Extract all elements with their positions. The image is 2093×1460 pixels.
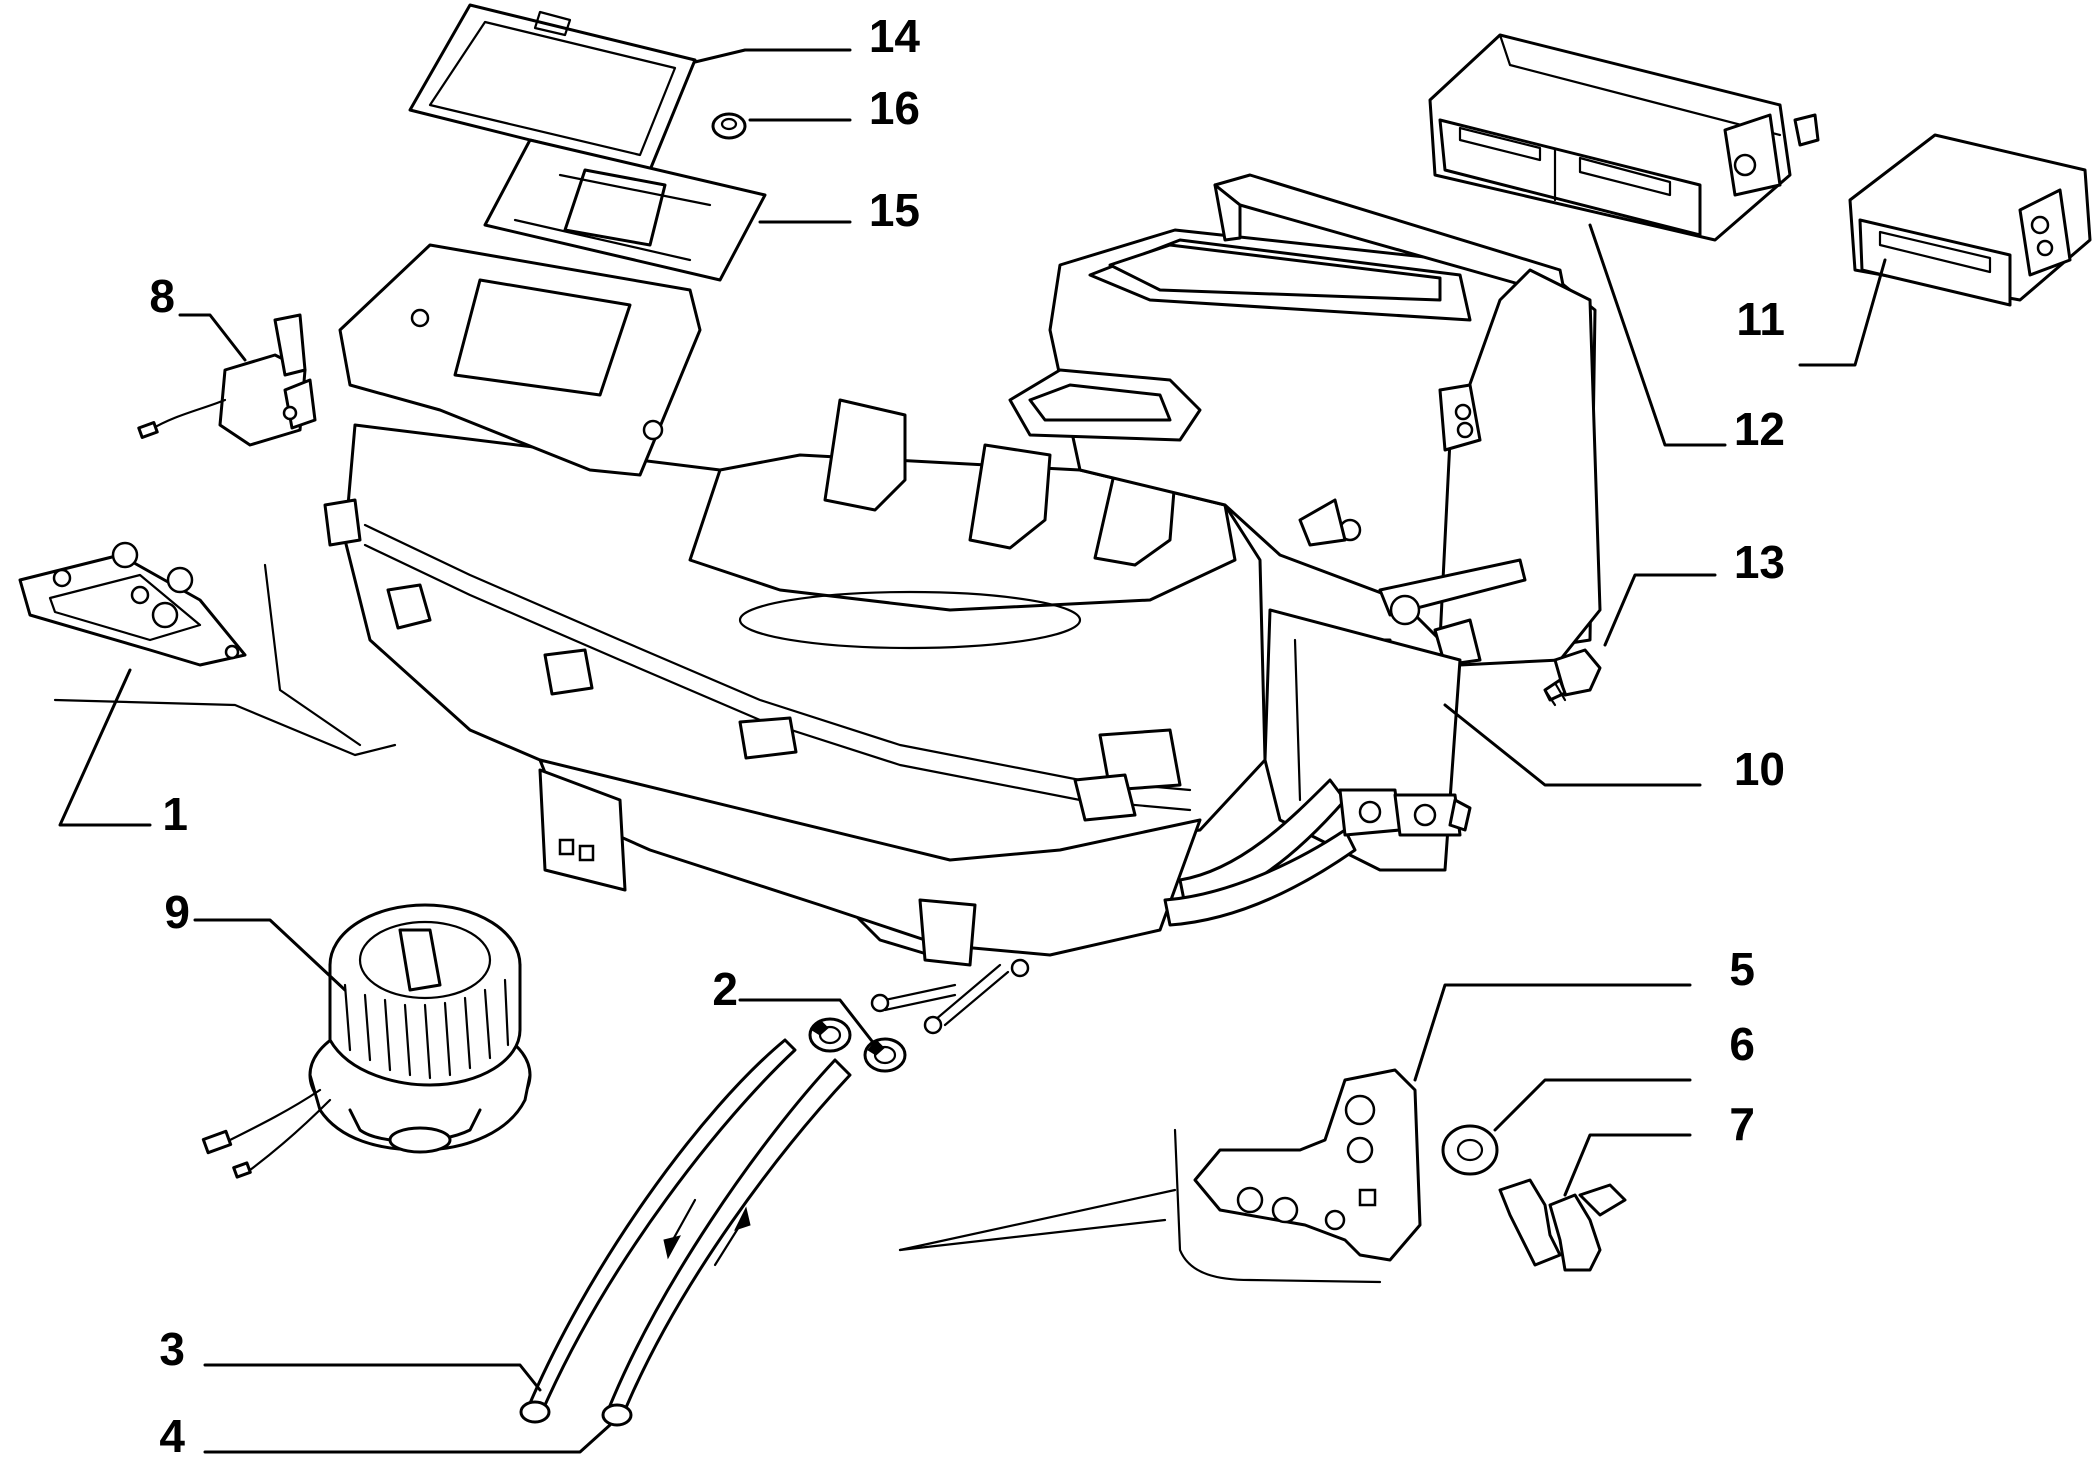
part-12-dual-air-vent [1428, 33, 1820, 242]
callout-labels: 14 16 15 8 1 9 2 3 4 5 6 7 10 11 12 13 [149, 10, 1785, 1460]
part-8-actuator [137, 313, 317, 447]
part-5-pipe-bracket [898, 1068, 1422, 1284]
callout-15: 15 [869, 184, 920, 236]
leader-8 [178, 313, 247, 362]
leader-11 [1798, 258, 1887, 367]
callout-3: 3 [159, 1323, 185, 1375]
leader-10 [1443, 703, 1702, 787]
leader-2 [738, 998, 877, 1047]
leader-1 [58, 668, 152, 827]
callout-4: 4 [159, 1410, 185, 1460]
part-9-blower-motor [201, 903, 532, 1179]
callout-8: 8 [149, 270, 175, 322]
callout-14: 14 [869, 10, 921, 62]
part-13-screw [1543, 648, 1602, 707]
leader-lines [58, 48, 1887, 1454]
callout-7: 7 [1729, 1098, 1755, 1150]
callout-5: 5 [1729, 943, 1755, 995]
leader-14 [693, 48, 852, 64]
heater-housing-assembly [323, 173, 1602, 1035]
leader-4 [203, 1423, 612, 1454]
callout-13: 13 [1734, 536, 1785, 588]
leader-13 [1603, 573, 1717, 647]
callout-6: 6 [1729, 1018, 1755, 1070]
part-3-4-heater-hoses [519, 1038, 852, 1427]
part-11-single-air-vent [1848, 133, 2092, 307]
part-2-hose-clamps [808, 1017, 907, 1073]
part-1-resistor-plate [18, 541, 397, 757]
leader-5 [1413, 983, 1692, 1082]
leader-7 [1563, 1133, 1692, 1197]
callout-16: 16 [869, 82, 920, 134]
part-6-grommet [1441, 1124, 1499, 1176]
callout-10: 10 [1734, 743, 1785, 795]
callout-1: 1 [162, 788, 188, 840]
callout-11: 11 [1736, 293, 1785, 345]
leader-9 [193, 918, 347, 992]
part-16-nut [711, 112, 747, 140]
part-15-filter-frame [483, 138, 767, 282]
callout-12: 12 [1734, 403, 1785, 455]
leader-3 [203, 1363, 542, 1392]
callout-2: 2 [712, 963, 738, 1015]
leader-6 [1493, 1078, 1692, 1132]
callout-9: 9 [164, 886, 190, 938]
part-7-pipe-clip [1498, 1178, 1627, 1272]
leader-12 [1588, 223, 1727, 447]
